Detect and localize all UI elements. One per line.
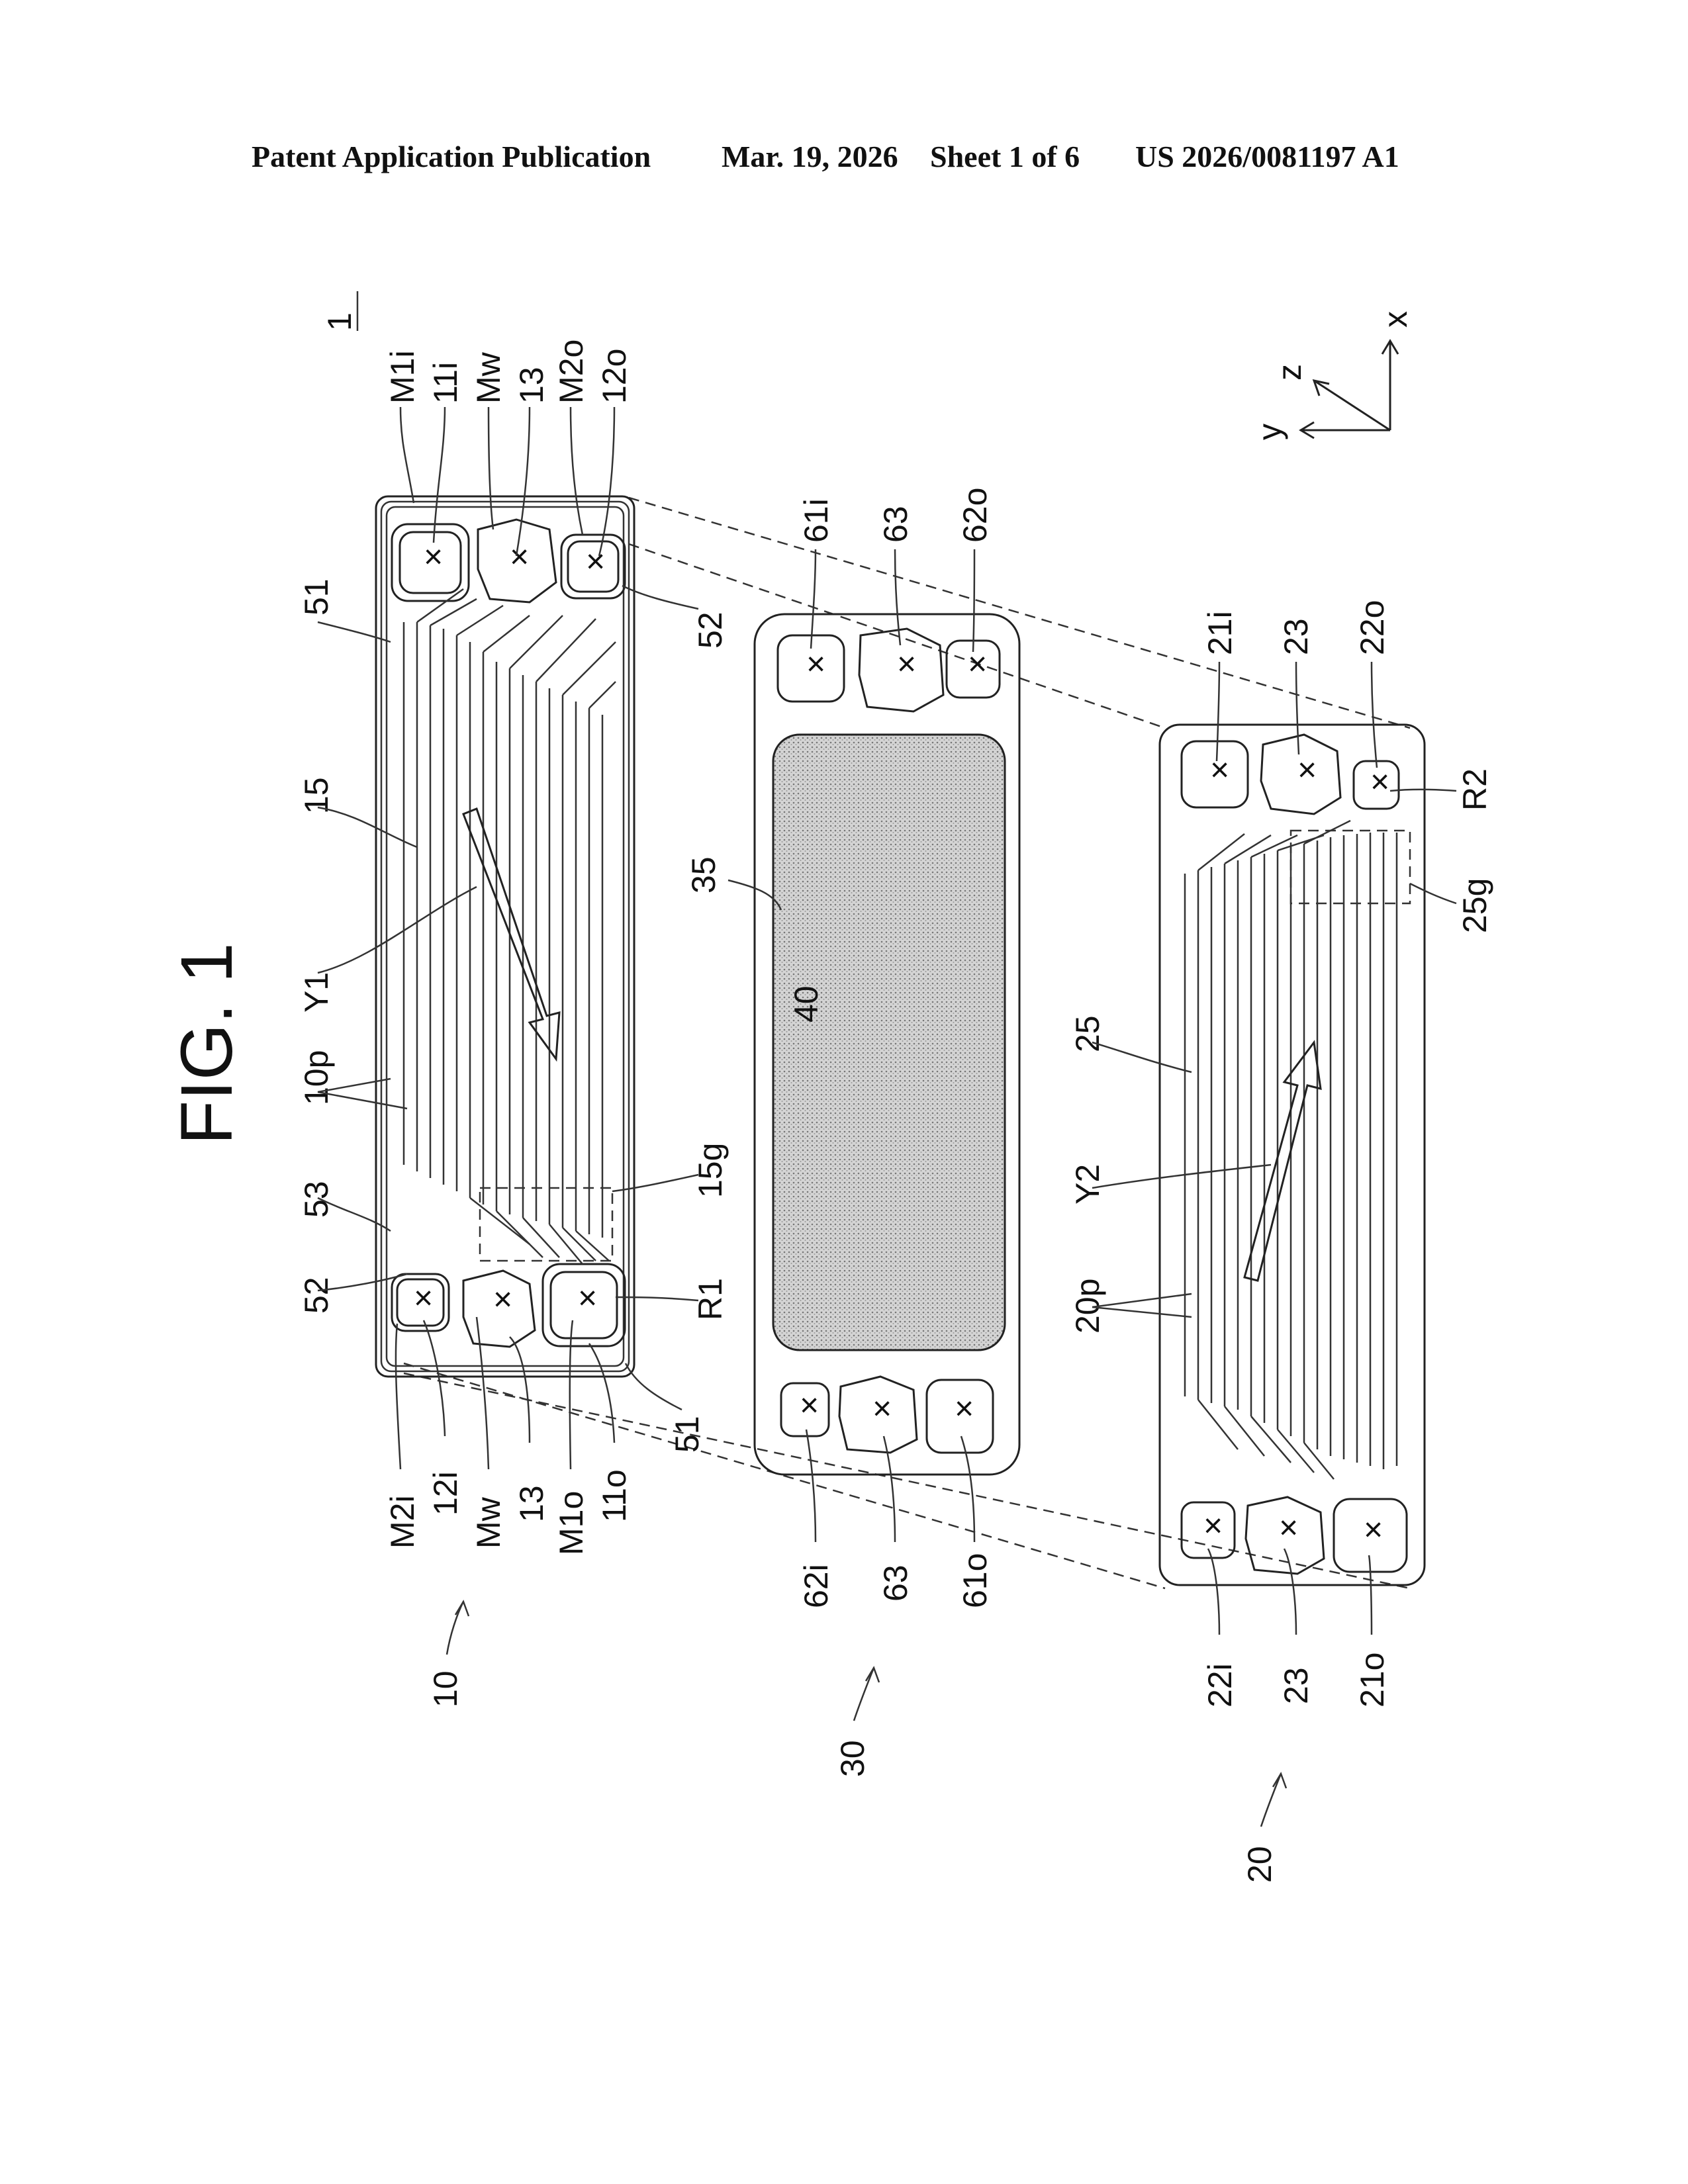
- label-plate-10-ref: 10: [427, 1670, 464, 1707]
- svg-text:×: ×: [493, 1281, 512, 1318]
- plate-10-seal-51: [381, 502, 629, 1371]
- svg-text:×: ×: [1203, 1507, 1223, 1544]
- svg-text:×: ×: [414, 1279, 433, 1316]
- label-12o: 12o: [596, 349, 633, 404]
- region-15g: [480, 1188, 612, 1261]
- label-R1: R1: [692, 1278, 729, 1320]
- svg-text:×: ×: [955, 1390, 974, 1427]
- plate-20: × × × × × ×: [1160, 725, 1425, 1585]
- svg-text:×: ×: [424, 538, 443, 575]
- svg-text:×: ×: [510, 538, 529, 575]
- assembly-ref: 1: [321, 312, 358, 331]
- label-35: 35: [685, 856, 722, 893]
- svg-text:×: ×: [586, 543, 605, 580]
- svg-text:×: ×: [1370, 763, 1389, 800]
- label-M1i: M1i: [384, 350, 421, 404]
- figure-title: FIG. 1: [166, 942, 248, 1145]
- label-Y2: Y2: [1069, 1164, 1106, 1205]
- label-15: 15: [298, 777, 335, 814]
- label-15g: 15g: [692, 1143, 729, 1198]
- label-Mw-top: Mw: [470, 351, 507, 404]
- label-63-bottom: 63: [877, 1565, 914, 1602]
- label-13-top: 13: [513, 367, 550, 404]
- axis-y-label: y: [1251, 424, 1288, 440]
- label-R2: R2: [1456, 768, 1493, 811]
- axis-z-label: z: [1271, 364, 1308, 381]
- label-M1o: M1o: [553, 1491, 590, 1555]
- svg-text:×: ×: [1364, 1511, 1383, 1548]
- label-40: 40: [788, 985, 825, 1023]
- label-Y1: Y1: [298, 972, 335, 1013]
- label-25g: 25g: [1456, 878, 1493, 933]
- plate-10-outer-border: [376, 496, 634, 1377]
- label-Mw-bottom: Mw: [470, 1496, 507, 1549]
- electrode-40: [773, 735, 1005, 1350]
- label-62i: 62i: [798, 1564, 835, 1608]
- axis-x-label: x: [1377, 311, 1414, 328]
- label-52-right: 52: [692, 612, 729, 649]
- plate-30: × × × × × ×: [755, 614, 1019, 1475]
- label-23-bottom: 23: [1278, 1667, 1315, 1704]
- label-11o: 11o: [596, 1469, 633, 1522]
- label-21o: 21o: [1354, 1653, 1391, 1707]
- label-plate-20-ref: 20: [1241, 1846, 1278, 1883]
- label-22o: 22o: [1354, 600, 1391, 655]
- svg-text:×: ×: [806, 645, 825, 682]
- svg-text:×: ×: [1279, 1509, 1298, 1546]
- flow-arrow-y1: [463, 809, 559, 1059]
- plate-10: × × × × × ×: [376, 496, 634, 1377]
- plate-20-labels: 21i 23 22o R2 25g 25 Y2 20p 22i 23 21o 2…: [1069, 600, 1493, 1883]
- svg-text:×: ×: [872, 1390, 892, 1427]
- svg-text:×: ×: [1210, 751, 1229, 788]
- label-52-left: 52: [298, 1277, 335, 1314]
- label-21i: 21i: [1201, 611, 1239, 655]
- label-61i: 61i: [798, 498, 835, 543]
- label-25: 25: [1069, 1015, 1106, 1052]
- label-61o: 61o: [957, 1553, 994, 1608]
- label-10p: 10p: [298, 1050, 335, 1105]
- label-plate-30-ref: 30: [834, 1740, 871, 1777]
- flow-channels-10p: [404, 589, 616, 1264]
- label-M2i: M2i: [384, 1495, 421, 1549]
- axis-indicator: x y z: [1251, 311, 1414, 440]
- svg-text:×: ×: [968, 645, 987, 682]
- svg-text:×: ×: [800, 1387, 819, 1424]
- label-51-bottom: 51: [669, 1416, 706, 1453]
- plate-10-seal-53: [387, 507, 624, 1366]
- label-22i: 22i: [1201, 1663, 1239, 1707]
- label-53: 53: [298, 1181, 335, 1218]
- label-11i: 11i: [427, 362, 464, 404]
- label-51-top: 51: [298, 578, 335, 615]
- svg-text:×: ×: [897, 645, 916, 682]
- svg-text:×: ×: [578, 1279, 597, 1316]
- svg-text:×: ×: [1297, 751, 1317, 788]
- label-13-bottom: 13: [513, 1485, 550, 1522]
- label-63-top: 63: [877, 506, 914, 543]
- flow-arrow-y2: [1244, 1042, 1321, 1281]
- label-12i: 12i: [427, 1471, 464, 1516]
- label-23-top: 23: [1278, 618, 1315, 655]
- label-62o: 62o: [957, 488, 994, 543]
- plate-20-outline: [1160, 725, 1425, 1585]
- label-M2o: M2o: [553, 340, 590, 404]
